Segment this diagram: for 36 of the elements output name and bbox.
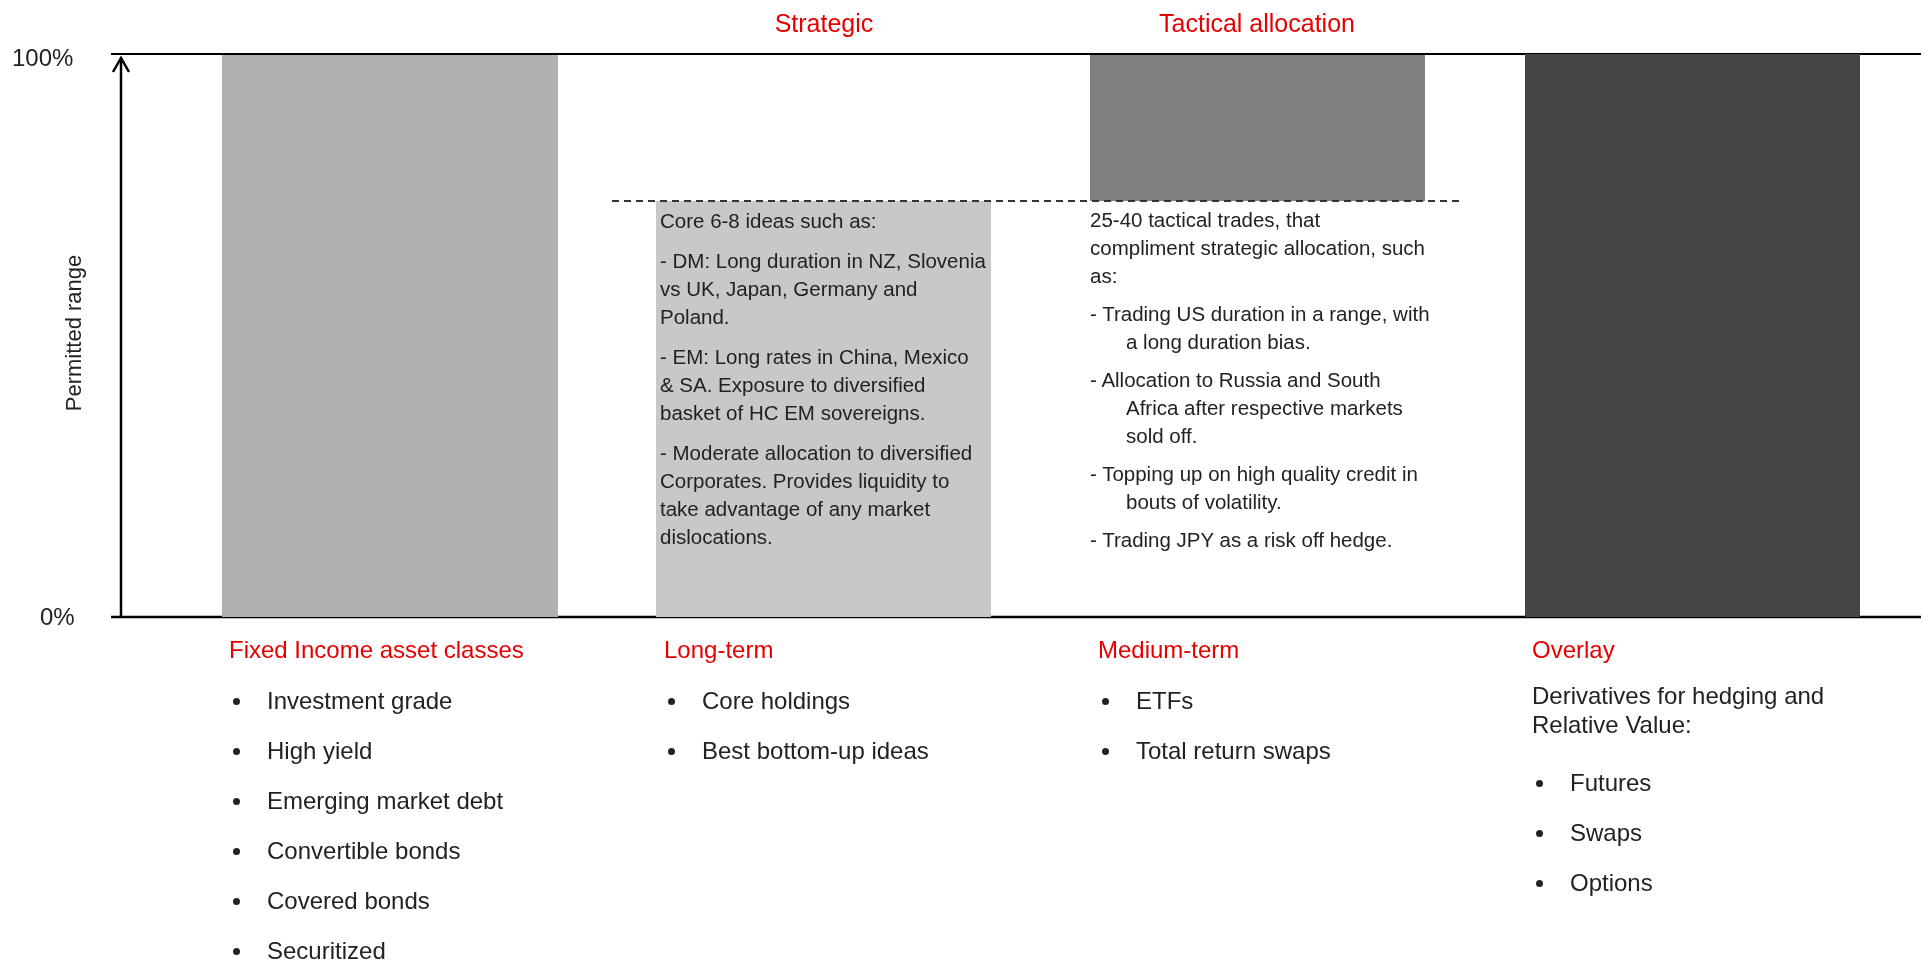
bar-text: Core 6-8 ideas such as: bbox=[660, 208, 878, 234]
description-text: - Allocation to Russia and South Africa after respective markets sold off. bbox=[1090, 367, 1404, 449]
column-heading: Overlay bbox=[1532, 636, 1615, 665]
bullet-text: High yield bbox=[267, 737, 373, 766]
description-text: - Trading JPY as a risk off hedge. bbox=[1090, 527, 1394, 553]
bullet-text: Swaps bbox=[1570, 819, 1643, 848]
bullet-text: Investment grade bbox=[267, 687, 453, 716]
bar-text: - Moderate allocation to diversified Corporates. Provides liquidity to take advantage of any market dislocations. bbox=[660, 440, 974, 550]
bar-text: - DM: Long duration in NZ, Slovenia vs UK, Japan, Germany and Poland. bbox=[660, 248, 987, 330]
bar-text: - EM: Long rates in China, Mexico & SA. Exposure to diversified basket of HC EM sovereigns. bbox=[660, 344, 970, 426]
column-description: Derivatives for hedging and Relative Value: bbox=[1532, 682, 1826, 740]
column-heading: Long-term bbox=[664, 636, 774, 665]
column-heading: Medium-term bbox=[1098, 636, 1240, 665]
bullet-text: ETFs bbox=[1136, 687, 1194, 716]
axis-tick-label: 0% bbox=[40, 603, 75, 632]
bullet-text: Emerging market debt bbox=[267, 787, 504, 816]
description-text: 25-40 tactical trades, that compliment strategic allocation, such as: bbox=[1090, 207, 1426, 289]
description-text: - Topping up on high quality credit in bouts of volatility. bbox=[1090, 461, 1419, 515]
bullet-text: Options bbox=[1570, 869, 1653, 898]
bullet-text: Total return swaps bbox=[1136, 737, 1331, 766]
bullet-text: Covered bonds bbox=[267, 887, 430, 916]
axis-title: Permitted range bbox=[61, 253, 87, 413]
strategic-range-bar bbox=[656, 201, 991, 617]
range-bar bbox=[1525, 54, 1860, 617]
description-text: - Trading US duration in a range, with a long duration bias. bbox=[1090, 301, 1430, 355]
bullet-text: Best bottom-up ideas bbox=[702, 737, 929, 766]
range-bar bbox=[1090, 55, 1425, 201]
column-heading: Fixed Income asset classes bbox=[229, 636, 524, 665]
section-title: Strategic bbox=[774, 8, 874, 38]
bullet-text: Core holdings bbox=[702, 687, 851, 716]
range-bar bbox=[222, 55, 558, 617]
bullet-text: Securitized bbox=[267, 937, 386, 966]
section-title: Tactical allocation bbox=[1159, 8, 1355, 38]
bullet-text: Convertible bonds bbox=[267, 837, 461, 866]
axis-tick-label: 100% bbox=[12, 44, 74, 73]
bullet-text: Futures bbox=[1570, 769, 1652, 798]
